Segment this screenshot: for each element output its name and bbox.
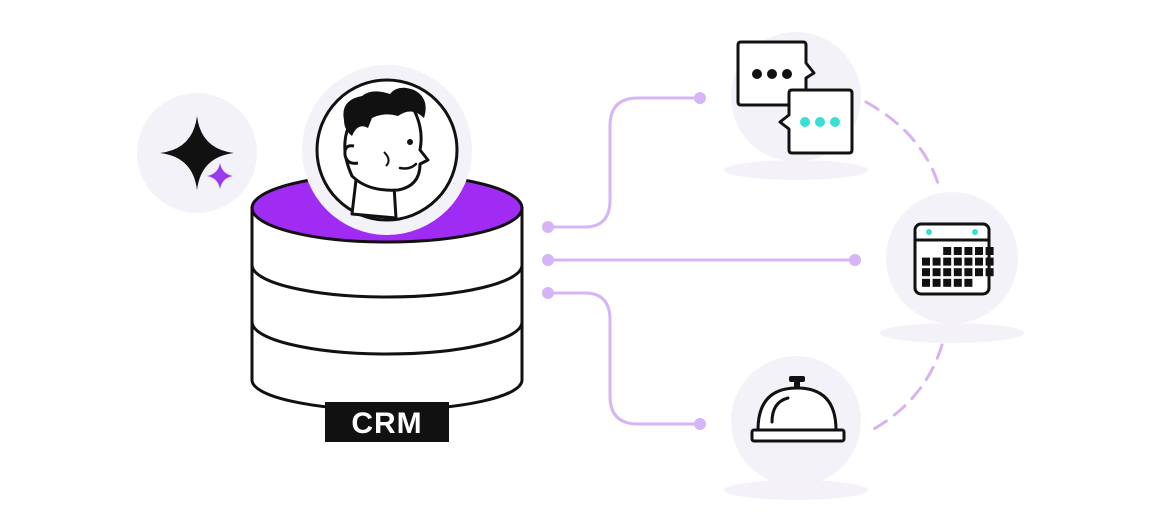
- calendar-shadow: [880, 323, 1024, 343]
- calendar-day-cell: [953, 268, 962, 277]
- small-sparkle-icon: [207, 163, 233, 189]
- calendar-day-cell: [975, 257, 983, 266]
- bell-shadow: [724, 480, 868, 500]
- calendar-day-cell: [932, 257, 941, 266]
- sparkle-icon: [160, 116, 234, 190]
- calendar-day-cell: [922, 268, 930, 277]
- chat-node: [731, 32, 861, 162]
- calendar-day-cell: [943, 278, 952, 287]
- calendar-day-cell: [953, 247, 962, 255]
- calendar-day-cell: [922, 278, 930, 287]
- chat-bubbles-icon: [736, 40, 854, 155]
- crm-label: CRM: [325, 402, 449, 442]
- calendar-day-cell: [985, 257, 994, 266]
- ai-sparkle-node: [137, 93, 257, 213]
- calendar-day-cell: [985, 247, 994, 255]
- calendar-icon: [913, 222, 994, 296]
- calendar-day-cell: [922, 257, 930, 266]
- chat-shadow: [724, 160, 868, 180]
- customer-avatar: [302, 65, 472, 235]
- calendar-day-cell: [953, 278, 962, 287]
- calendar-day-cell: [943, 268, 952, 277]
- dashed-arc-chat-calendar: [864, 100, 942, 192]
- calendar-day-cell: [964, 268, 973, 277]
- calendar-day-cell: [975, 247, 983, 255]
- person-avatar-icon: [343, 87, 430, 220]
- connector-to-bell: [542, 287, 706, 430]
- calendar-day-cell: [964, 278, 973, 287]
- connector-to-calendar: [542, 254, 861, 266]
- calendar-day-cell: [943, 247, 952, 255]
- service-bell-node: [731, 356, 861, 486]
- dashed-arc-calendar-bell: [870, 343, 944, 432]
- calendar-day-cell: [985, 268, 994, 277]
- crm-label-text: CRM: [351, 407, 422, 440]
- calendar-day-cell: [943, 257, 952, 266]
- service-bell-icon: [750, 376, 846, 443]
- calendar-day-cell: [932, 268, 941, 277]
- calendar-day-cell: [953, 257, 962, 266]
- calendar-day-cell: [964, 247, 973, 255]
- calendar-day-cell: [964, 257, 973, 266]
- calendar-day-cell: [975, 268, 983, 277]
- connector-to-chat: [542, 92, 706, 233]
- calendar-node: [886, 192, 1018, 324]
- calendar-day-cell: [932, 278, 941, 287]
